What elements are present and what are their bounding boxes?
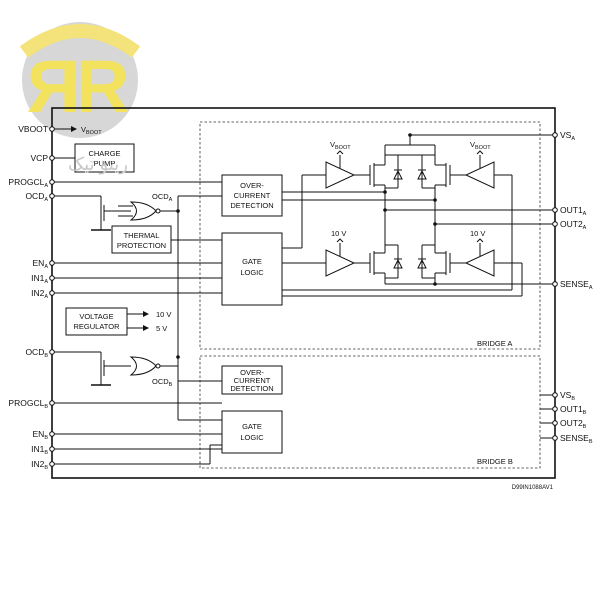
svg-text:VOLTAGE: VOLTAGE	[79, 312, 113, 321]
pin-in2-b[interactable]	[49, 461, 55, 467]
pin-en-a[interactable]	[49, 260, 55, 266]
pin-out1-a-label: OUT1A	[560, 205, 587, 217]
nor-gate-b	[129, 356, 157, 376]
svg-text:OVER-: OVER-	[240, 181, 264, 190]
pin-out2-b-label: OUT2B	[560, 418, 587, 430]
driver-top-left	[325, 161, 356, 189]
logo-letter-left: R	[27, 45, 80, 128]
pin-in1-a-label: IN1A	[31, 273, 48, 285]
pin-out2-a[interactable]	[552, 221, 558, 227]
pin-en-b[interactable]	[49, 431, 55, 437]
svg-text:THERMAL: THERMAL	[124, 231, 160, 240]
pin-progcl-a-label: PROGCLA	[8, 177, 48, 189]
pin-en-b-label: ENB	[33, 429, 49, 441]
pin-progcl-b-label: PROGCLB	[8, 398, 48, 410]
reg-10v-label: 10 V	[156, 310, 171, 319]
charge-pump-block: CHARGE PUMP	[74, 143, 135, 173]
watermark-text: ریتو تیک	[68, 154, 128, 175]
pin-in1-b[interactable]	[49, 446, 55, 452]
pin-in2-a[interactable]	[49, 290, 55, 296]
logo-circle	[22, 22, 138, 138]
logo-accent	[19, 24, 141, 58]
bridge-b-pin-stubs	[540, 394, 553, 439]
svg-text:DETECTION: DETECTION	[230, 384, 273, 393]
nor-gate-a	[129, 201, 157, 221]
bridge-b-label: BRIDGE B	[477, 457, 513, 466]
svg-text:PROTECTION: PROTECTION	[117, 241, 166, 250]
pin-vs-b[interactable]	[552, 392, 558, 398]
pin-progcl-b[interactable]	[49, 400, 55, 406]
pin-ocd-b-label: OCDB	[25, 347, 48, 359]
svg-text:GATE: GATE	[242, 257, 262, 266]
pin-in2-a-label: IN2A	[31, 288, 48, 300]
pin-out1-a[interactable]	[552, 207, 558, 213]
thermal-protection-block: THERMAL PROTECTION	[111, 225, 172, 254]
ocd-gate-a-label: OCDA	[152, 192, 173, 203]
pin-vcp-label: VCP	[31, 153, 49, 163]
svg-text:LOGIC: LOGIC	[240, 433, 264, 442]
pin-sense-a[interactable]	[552, 281, 558, 287]
doc-reference: D99IN1088AV1	[512, 485, 554, 491]
pin-vs-a-label: VSA	[560, 130, 575, 142]
pin-ocd-b[interactable]	[49, 349, 55, 355]
ocd-b-driver: OCDB	[54, 351, 173, 388]
pin-vcp[interactable]	[49, 155, 55, 161]
brand-logo: R R	[19, 22, 141, 138]
pin-progcl-a[interactable]	[49, 179, 55, 185]
svg-text:CURRENT: CURRENT	[234, 376, 271, 385]
voltage-regulator-block: VOLTAGE REGULATOR 10 V 5 V	[65, 307, 171, 336]
pin-out1-b[interactable]	[552, 406, 558, 412]
bridge-a-label: BRIDGE A	[477, 339, 512, 348]
svg-text:DETECTION: DETECTION	[230, 201, 273, 210]
ocd-a-driver: OCDA	[54, 192, 173, 231]
pin-vs-b-label: VSB	[560, 390, 575, 402]
right-pins: VSA OUT1A OUT2A SENSEA VSB OUT1B OUT2B S…	[552, 130, 593, 445]
pin-sense-b-label: SENSEB	[560, 433, 593, 445]
svg-text:CHARGE: CHARGE	[88, 149, 120, 158]
svg-text:PUMP: PUMP	[94, 159, 116, 168]
gate-logic-b-block: GATE LOGIC	[221, 410, 283, 454]
pin-in1-a[interactable]	[49, 275, 55, 281]
pin-sense-b[interactable]	[552, 435, 558, 441]
pin-vs-a[interactable]	[552, 132, 558, 138]
svg-text:REGULATOR: REGULATOR	[74, 322, 121, 331]
svg-text:CURRENT: CURRENT	[234, 191, 271, 200]
ocd-gate-b-label: OCDB	[152, 377, 173, 388]
vboot-bridge-left-label: VBOOT	[330, 140, 351, 151]
svg-text:OVER-: OVER-	[240, 368, 264, 377]
pin-out2-a-label: OUT2A	[560, 219, 587, 231]
gate-logic-a-block: GATE LOGIC	[221, 232, 283, 306]
pin-ocd-a-label: OCDA	[25, 191, 48, 203]
ocd-detection-b-block: OVER- CURRENT DETECTION	[221, 365, 283, 395]
pin-out1-b-label: OUT1B	[560, 404, 587, 416]
svg-text:LOGIC: LOGIC	[240, 268, 264, 277]
wiring	[54, 174, 523, 465]
v10-right-label: 10 V	[470, 229, 485, 238]
ocd-detection-a-block: OVER- CURRENT DETECTION	[221, 174, 283, 217]
driver-bottom-left	[325, 249, 356, 277]
pin-en-a-label: ENA	[33, 258, 49, 270]
left-pins: VBOOT VBOOT VCP PROGCLA OCDA ENA IN1A IN…	[8, 124, 102, 471]
vboot-internal-label: VBOOT	[81, 125, 102, 136]
svg-text:GATE: GATE	[242, 422, 262, 431]
reg-5v-label: 5 V	[156, 324, 167, 333]
pin-sense-a-label: SENSEA	[560, 279, 593, 291]
pin-vboot[interactable]	[49, 126, 55, 132]
bridge-b-area	[199, 355, 541, 469]
h-bridge-a: VBOOT VBOOT 10 V 10 V	[325, 133, 553, 286]
logo-letter-right: R	[76, 45, 129, 128]
v10-left-label: 10 V	[331, 229, 346, 238]
pin-in1-b-label: IN1B	[31, 444, 48, 456]
pin-vboot-label: VBOOT	[18, 124, 48, 134]
pin-ocd-a[interactable]	[49, 193, 55, 199]
vboot-bridge-right-label: VBOOT	[470, 140, 491, 151]
pin-out2-b[interactable]	[552, 420, 558, 426]
pin-in2-b-label: IN2B	[31, 459, 48, 471]
